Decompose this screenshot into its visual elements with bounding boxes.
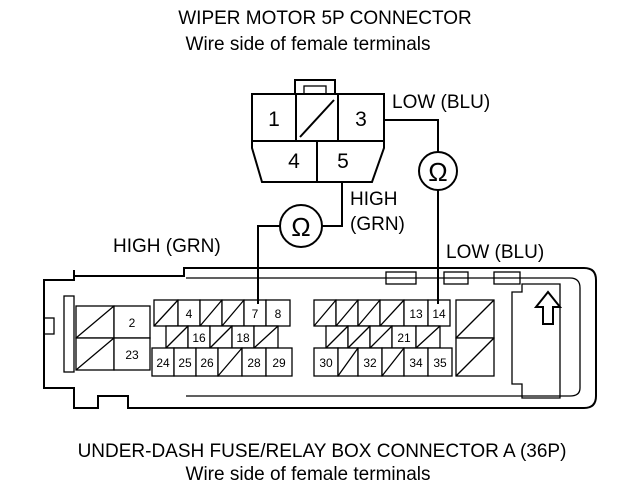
pin-label: 13 xyxy=(409,307,423,321)
ohm-symbol: Ω xyxy=(291,212,310,242)
pin-block-left: 2 23 xyxy=(75,305,151,371)
pin-label: 25 xyxy=(178,356,192,370)
pin-label: 5 xyxy=(337,150,349,173)
wire-label-high-left: HIGH (GRN) xyxy=(113,236,221,257)
wire-label-high-top-color: (GRN) xyxy=(350,214,405,235)
pin-label: 18 xyxy=(236,331,250,345)
pin-label: 4 xyxy=(288,150,300,173)
pin-block-center-right: 13 14 21 30 32 34 35 xyxy=(313,299,453,377)
pin-label: 3 xyxy=(355,108,367,131)
pin-label: 7 xyxy=(252,307,259,321)
pin-label: 29 xyxy=(272,356,286,370)
high-wire-lower xyxy=(257,225,280,304)
fuse-relay-box-connector-36p: 2 23 4 7 8 16 xyxy=(43,267,597,409)
high-wire-upper xyxy=(322,182,343,227)
pin-label: 35 xyxy=(433,356,447,370)
wire-label-low-top: LOW (BLU) xyxy=(392,92,490,113)
pin-block-right xyxy=(455,299,495,377)
ohmmeter-icon: Ω xyxy=(418,151,458,191)
pin-label: 23 xyxy=(125,348,139,362)
pin-label: 16 xyxy=(192,331,206,345)
empty-terminal-mark xyxy=(299,99,335,138)
connector-latch xyxy=(294,79,336,95)
top-connector-subtitle: Wire side of female terminals xyxy=(186,34,431,55)
retention-tab xyxy=(385,271,417,285)
connector-housing xyxy=(43,267,597,409)
ohm-symbol: Ω xyxy=(428,157,447,187)
pin-label: 8 xyxy=(275,307,282,321)
pin-label: 4 xyxy=(186,307,193,321)
top-connector-title: WIPER MOTOR 5P CONNECTOR xyxy=(178,8,471,29)
retention-tab xyxy=(493,271,521,285)
pin-label: 26 xyxy=(200,356,214,370)
bottom-connector-title: UNDER-DASH FUSE/RELAY BOX CONNECTOR A (3… xyxy=(78,441,567,462)
wire-label-high-top: HIGH xyxy=(350,189,398,210)
bottom-connector-subtitle: Wire side of female terminals xyxy=(186,464,431,485)
wire-label-low-right: LOW (BLU) xyxy=(446,242,544,263)
pin-block-center-left: 4 7 8 16 18 24 25 26 28 29 xyxy=(151,299,293,377)
wiper-motor-5p-connector: 1 3 4 5 xyxy=(251,79,385,183)
retention-tab xyxy=(443,271,469,285)
connector-latch-inner xyxy=(303,85,327,95)
pin-label: 28 xyxy=(247,356,261,370)
ohmmeter-icon: Ω xyxy=(279,204,323,248)
up-arrow-icon xyxy=(533,290,563,325)
low-wire-upper xyxy=(384,119,439,152)
pin-label: 34 xyxy=(409,356,423,370)
pin-label: 1 xyxy=(268,108,280,131)
pin-label: 24 xyxy=(156,356,170,370)
pin-label: 21 xyxy=(397,331,411,345)
pin-label: 32 xyxy=(363,356,377,370)
pin-label: 30 xyxy=(319,356,333,370)
connector-body xyxy=(251,93,385,183)
lock-window xyxy=(511,283,561,399)
pin-label: 2 xyxy=(129,316,136,330)
pin-label: 14 xyxy=(432,307,446,321)
